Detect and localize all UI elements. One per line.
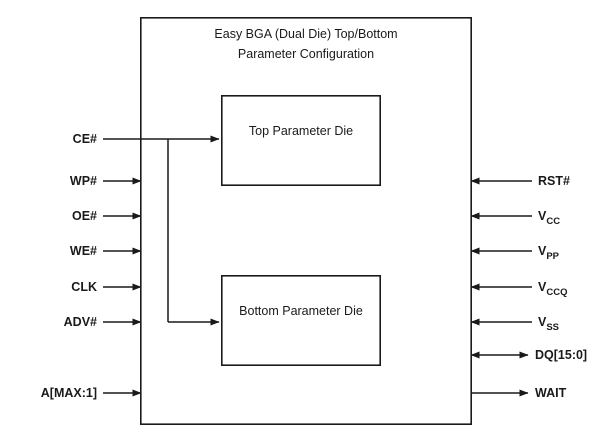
signal-label-vss-base: V (538, 315, 547, 329)
signal-label-vpp-base: V (538, 244, 547, 258)
diagram-title-line2: Parameter Configuration (238, 47, 374, 61)
signal-label-adv: ADV# (64, 315, 97, 329)
signal-label-vss: VSS (538, 315, 559, 333)
signal-label-vcc: VCC (538, 209, 560, 227)
signal-label-vpp-subscript: PP (546, 251, 559, 262)
signal-label-clk: CLK (71, 280, 97, 294)
signal-label-vcc-subscript: CC (546, 216, 560, 227)
signal-label-vss-subscript: SS (546, 322, 559, 333)
signal-label-vpp: VPP (538, 244, 560, 262)
bottom-parameter-die-label: Bottom Parameter Die (239, 304, 363, 318)
signal-label-oe: OE# (72, 209, 97, 223)
signal-label-vccq-subscript: CCQ (546, 287, 567, 298)
signal-label-vcc-base: V (538, 209, 547, 223)
signal-label-ce: CE# (73, 132, 97, 146)
signal-label-vccq: VCCQ (538, 280, 567, 298)
signal-label-vccq-base: V (538, 280, 547, 294)
signal-label-amax: A[MAX:1] (41, 386, 97, 400)
signal-label-we: WE# (70, 244, 97, 258)
signal-label-wp: WP# (70, 174, 97, 188)
signal-label-wait: WAIT (535, 386, 567, 400)
signal-label-dq: DQ[15:0] (535, 348, 587, 362)
top-parameter-die-box (221, 95, 381, 187)
diagram-title-line1: Easy BGA (Dual Die) Top/Bottom (214, 27, 397, 41)
top-parameter-die-label: Top Parameter Die (249, 124, 353, 138)
bottom-parameter-die-box (221, 274, 381, 366)
signal-label-rst: RST# (538, 174, 570, 188)
